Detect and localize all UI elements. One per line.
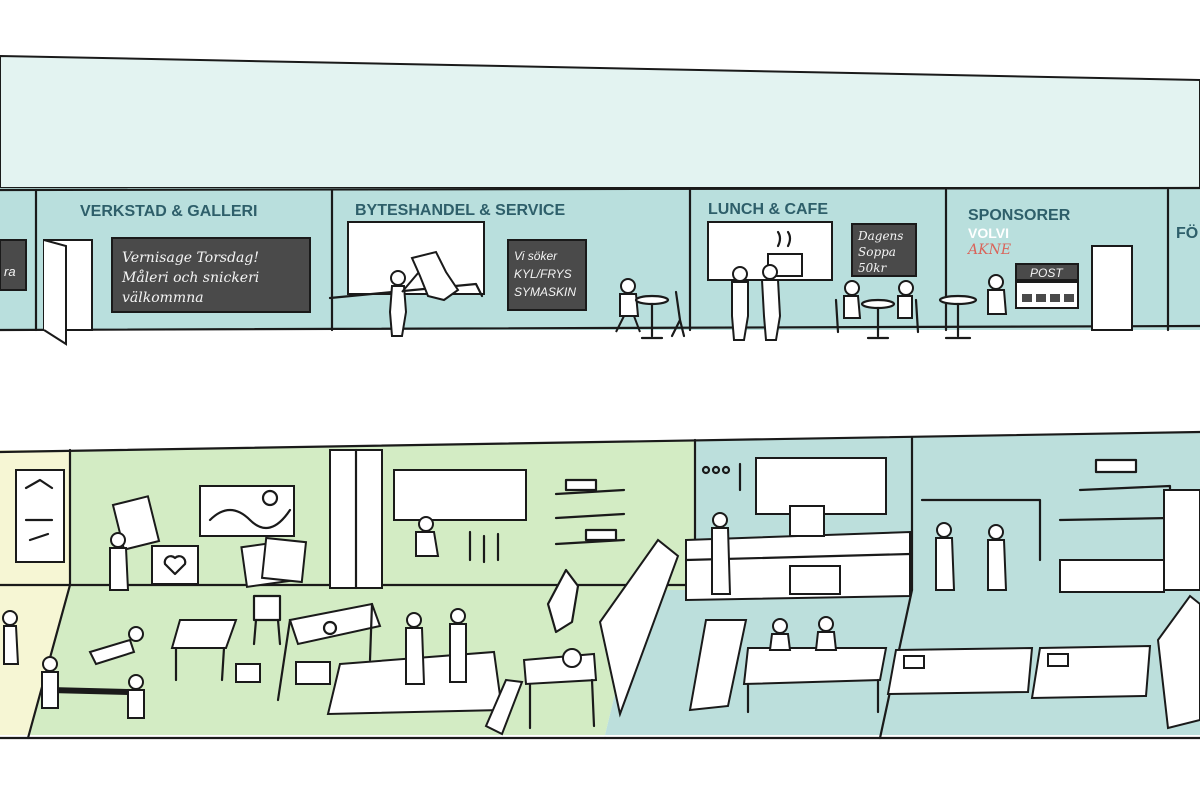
people-ordering [731,264,782,341]
sponsor-volvi: VOLVI [968,225,1009,241]
small-table [170,619,238,682]
heart-canvas [151,545,199,585]
partial-board-text: ra [4,264,16,279]
kitchen-counter [684,530,912,602]
floor-mattresses [886,644,1152,700]
big-workbench [276,602,382,702]
board-vernisage-line1: Vernisage Torsdag! [122,250,259,266]
poster-doodle [24,478,54,542]
tall-cabinet [329,448,383,590]
dress-form [546,568,580,634]
board-vernisage-line3: välkommna [122,290,204,306]
person-cafe-3 [987,274,1008,315]
facade-top-line [0,186,1200,192]
person-trading [388,265,425,337]
board-vernisage-line2: Måleri och snickeri [121,269,259,286]
board-wanted-line2: KYL/FRYS [514,267,572,281]
hanging-tools [468,530,500,564]
post-sign [1015,263,1079,281]
board-wanted [507,239,587,311]
dining-table [742,647,888,714]
people-right-room [935,522,1008,591]
cloth-item [410,250,460,302]
partial-board [0,239,27,291]
kitchen-utensils [701,462,742,492]
big-pot [789,505,825,537]
post-label: POST [1030,266,1064,280]
person-at-workbench [415,516,440,557]
diners [768,616,838,651]
mailboxes [1015,281,1079,309]
cook [711,512,732,595]
painter-with-easel [109,495,161,591]
cafe-table-3 [938,294,978,340]
board-soup [851,223,917,277]
board-soup-line3: 50kr [858,261,888,275]
board-vernisage [111,237,311,313]
sponsor-akne: AKNE [966,242,1011,258]
board-soup-line1: Dagens [857,229,903,243]
chair [252,594,282,646]
counter-ledge [328,282,484,300]
cafe-table-1 [634,290,686,340]
small-box [235,663,261,683]
sign-lunch: LUNCH & CAFE [708,201,828,218]
sky-band [0,54,1200,189]
shelves [554,478,626,546]
board-wanted-line3: SYMASKIN [514,285,576,299]
interior-section [0,430,1200,740]
leaning-canvases [240,536,308,588]
sign-partial: FÖ [1176,223,1198,242]
board-soup-line2: Soppa [858,245,896,259]
cafe-diners [843,280,914,319]
painting-swirl [208,508,292,530]
facade-section: ra VERKSTAD & GALLERI Vernisage Torsdag!… [0,54,1200,346]
kitchen-window-interior [755,457,887,515]
heart-icon [163,555,187,576]
right-cabinets [1059,489,1200,593]
board-wanted-line1: Vi söker [514,249,558,263]
partition-wall [598,538,680,718]
sewing-station [522,648,598,730]
striped-rug [688,619,748,712]
landscape-painting [199,485,295,537]
painting-sun [261,489,279,507]
workshop-window [393,469,527,521]
facade-bottom-line [0,324,1200,332]
wall-poster [15,469,65,563]
people-on-rug [405,608,467,685]
person-lying-working [88,626,144,666]
sign-sponsorer: SPONSORER [968,207,1071,224]
door-closed [1091,245,1133,331]
sign-byteshandel: BYTESHANDEL & SERVICE [355,202,565,219]
facade-dividers [34,188,1170,332]
person-sitting-cafe [615,278,641,333]
sign-verkstad: VERKSTAD & GALLERI [80,203,257,220]
carrying-plank [41,656,145,719]
cafe-table-2 [834,298,920,340]
person-yellow-zone [2,610,20,665]
right-partition [1156,594,1200,730]
door-open [43,239,93,346]
rolled-fabric [484,678,524,736]
